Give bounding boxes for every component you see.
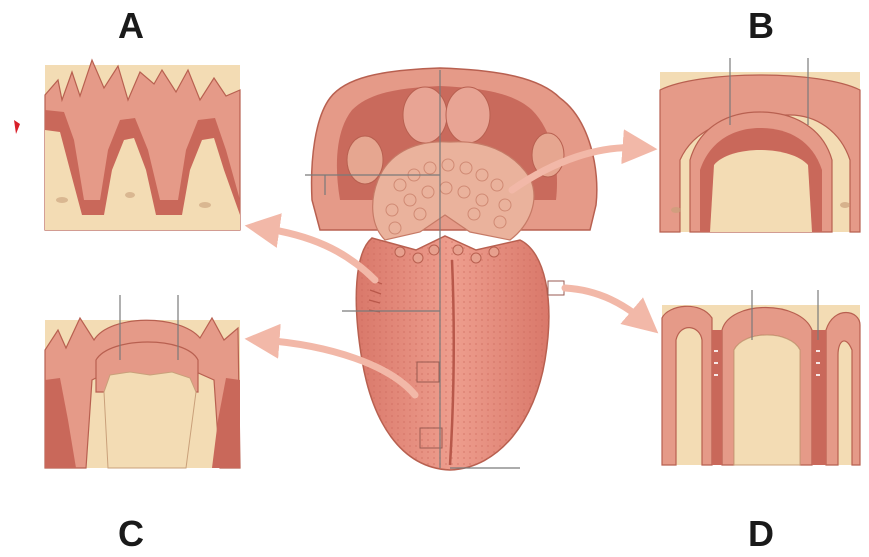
- panel-b-vallate: [660, 58, 860, 232]
- panel-label-b: B: [748, 8, 774, 44]
- panel-a-filiform: [45, 60, 240, 230]
- panel-label-c: C: [118, 516, 144, 552]
- edge-mark: [14, 120, 20, 134]
- panel-label-a: A: [118, 8, 144, 44]
- tonsil-left: [347, 136, 383, 184]
- panel-d-foliate: [662, 290, 860, 465]
- arrow-to-d: [565, 288, 645, 322]
- epiglottis-right: [446, 87, 490, 143]
- tongue-illustration: [305, 68, 597, 470]
- panel-c-fungiform: [45, 295, 240, 468]
- panel-label-d: D: [748, 516, 774, 552]
